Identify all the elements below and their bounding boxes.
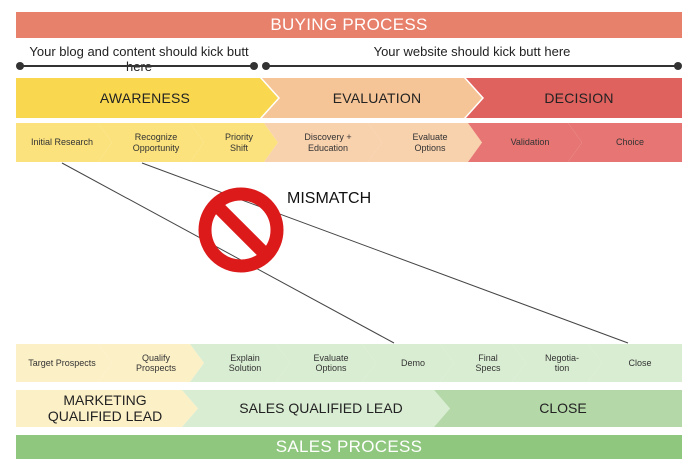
connector-line-research-to-demo [61,162,395,344]
sales-step-qualify-prospects: Qualify Prospects [98,344,204,382]
phase-evaluation: EVALUATION [262,78,482,118]
buying-process-banner: BUYING PROCESS [16,12,682,38]
sales-step-label: Negotia- tion [544,352,580,373]
buying-step-label: Discovery + Education [304,132,352,153]
phase-marketing-qualified-lead: MARKETING QUALIFIED LEAD [16,390,198,427]
buying-step-label: Validation [510,137,550,148]
sales-process-banner: SALES PROCESS [16,435,682,459]
website-timeline-rule [266,65,678,67]
buying-step-recognize-opportunity: Recognize Opportunity [98,123,204,162]
sales-step-close: Close [588,344,682,382]
buying-step-priority-shift: Priority Shift [190,123,278,162]
phase-awareness-label: AWARENESS [99,89,191,106]
buying-step-validation: Validation [468,123,582,162]
sales-step-explain-solution: Explain Solution [190,344,290,382]
sales-step-demo: Demo [362,344,454,382]
sales-process-title: SALES PROCESS [275,437,423,456]
website-caption: Your website should kick butt here [373,44,571,59]
sales-step-negotiation: Negotia- tion [512,344,602,382]
sales-step-final-specs: Final Specs [440,344,526,382]
phase-evaluation-label: EVALUATION [332,89,422,106]
sales-step-evaluate-options: Evaluate Options [276,344,376,382]
sales-step-label: Explain Solution [228,352,262,373]
mismatch-label: MISMATCH [287,190,372,207]
phase-mql-label: MARKETING QUALIFIED LEAD [47,392,163,424]
buying-step-evaluate-options: Evaluate Options [368,123,482,162]
phase-sql-label: SALES QUALIFIED LEAD [239,400,403,417]
sales-step-label: Close [628,357,652,368]
sales-step-label: Demo [400,357,425,368]
sales-step-label: Qualify Prospects [135,352,177,373]
sales-step-target-prospects: Target Prospects [16,344,112,382]
buying-step-label: Priority Shift [224,132,253,153]
buying-step-initial-research: Initial Research [16,123,112,162]
sales-step-label: Target Prospects [28,357,96,368]
sales-step-label: Final Specs [475,352,501,373]
phase-decision: DECISION [466,78,682,118]
buying-process-title: BUYING PROCESS [270,15,428,34]
buying-step-choice: Choice [568,123,682,162]
buying-step-label: Recognize Opportunity [132,132,180,153]
blog-timeline-rule [20,65,254,67]
buying-step-label: Evaluate Options [412,132,448,153]
buying-step-label: Initial Research [30,137,94,148]
phase-sales-qualified-lead: SALES QUALIFIED LEAD [182,390,450,427]
buying-step-discovery-education: Discovery + Education [264,123,382,162]
phase-close-label: CLOSE [539,400,587,417]
phase-awareness: AWARENESS [16,78,278,118]
blog-timeline-end-dot [250,62,258,70]
no-entry-icon [198,187,284,273]
phase-close: CLOSE [434,390,682,427]
phase-decision-label: DECISION [544,89,614,106]
website-timeline-end-dot [674,62,682,70]
sales-step-label: Evaluate Options [313,352,349,373]
buying-step-label: Choice [615,137,644,148]
